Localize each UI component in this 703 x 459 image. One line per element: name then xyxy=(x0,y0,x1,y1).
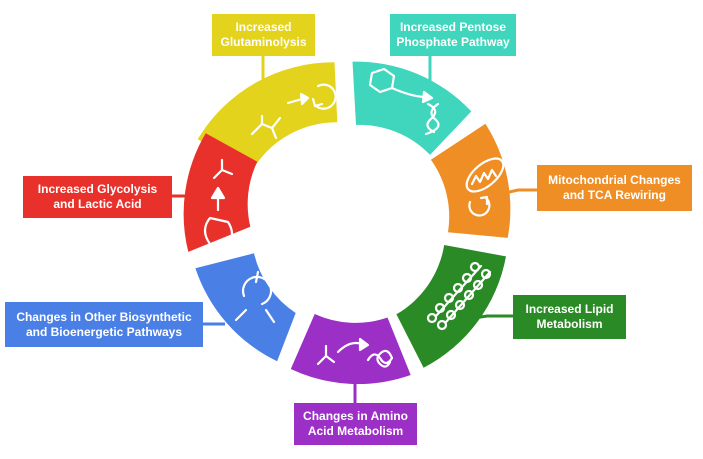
segment-mitochondrial xyxy=(430,123,511,238)
branching-pathway-icon xyxy=(234,270,276,324)
segment-amino xyxy=(290,314,411,385)
segment-pentose xyxy=(352,61,472,155)
sugar-to-dna-icon xyxy=(368,67,440,136)
glutamine-to-cycle-icon xyxy=(250,83,337,140)
segment-glutaminolysis xyxy=(197,62,338,170)
amino-acid-to-protein-icon xyxy=(316,337,394,368)
mitochondrion-icon xyxy=(465,157,505,217)
glucose-to-lactate-icon xyxy=(203,158,234,248)
segment-lipid xyxy=(396,245,506,368)
segment-biosynthetic xyxy=(195,253,296,362)
lipid-bilayer-icon xyxy=(426,261,492,331)
